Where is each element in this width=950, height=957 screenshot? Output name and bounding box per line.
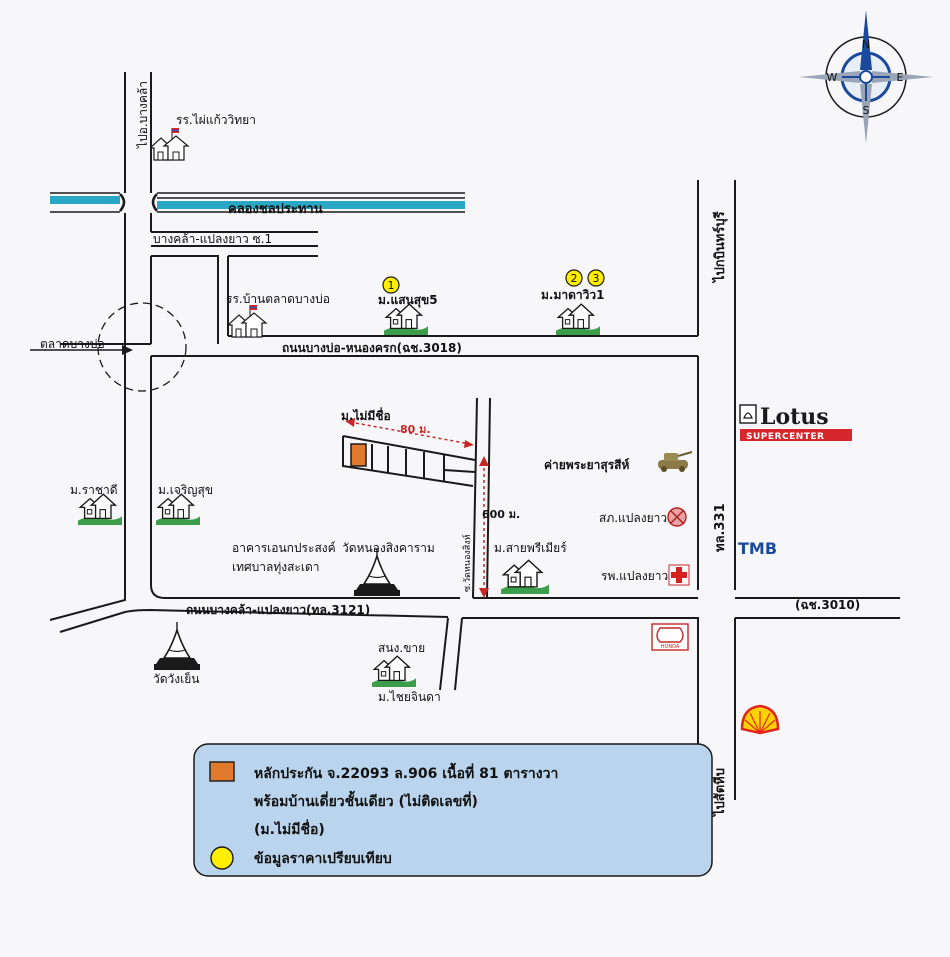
marker-1 [382,276,400,294]
label-soi1: บางคล้า-แปลงยาว ซ.1 [153,232,272,246]
marker-3-label: 3 [593,272,600,285]
legend-collateral-line1: หลักประกัน จ.22093 ล.906 เนื้อที่ 81 ตาร… [254,762,558,782]
lotus-text: Lotus [760,404,829,430]
label-road-3121: ถนนบางคล้า-แปลงยาว(ทล.3121) [186,603,370,617]
police-icon [667,507,687,527]
label-rachadi: ม.ราชาดี [70,483,118,497]
compass-w: W [827,71,838,84]
legend-box [193,743,713,877]
label-wat-wang: วัดวังเย็น [153,671,199,686]
label-madaview: ม.มาดาวิว1 [541,288,604,302]
legend-comparison: ข้อมูลราคาเปรียบเทียบ [254,851,392,867]
label-snong-khai: สนง.ขาย [378,641,425,655]
label-school-talad: รร.บ้านตลาดบางบ่อ [226,292,330,306]
label-municipality: เทศบาลทุ่งสะเดา [232,560,320,575]
label-multi-purpose: อาคารเอนกประสงค์ [232,541,336,555]
honda-label: HONDA [661,644,680,650]
label-dist-600: 600 ม. [482,508,520,521]
label-wat-nong: วัดหนองสิงคาราม [342,541,435,555]
compass-e: E [897,71,904,84]
label-canal: คลองชลประทาน [228,202,323,217]
label-road-kabin: ไปกบินทร์บุรี [711,211,728,284]
compass-icon [799,10,933,144]
marker-2-label: 2 [571,272,578,285]
canal [50,192,465,213]
distance-80 [349,421,471,445]
label-road-3010: (ฉช.3010) [795,598,860,612]
lotus-sub-text: SUPERCENTER [746,432,824,442]
label-charoensuk: ม.เจริญสุข [158,483,213,498]
label-talad: ตลาดบางบ่อ [40,337,105,351]
distance-80-arrow-left [345,418,355,427]
label-police: สภ.แปลงยาว [599,511,667,525]
legend-collateral-line2: พร้อมบ้านเดี่ยวชั้นเดียว (ไม่ติดเลขที่) [254,790,478,810]
road-network [49,72,900,800]
label-sai-premier: ม.สายพรีเมียร์ [494,541,567,555]
label-maimichue: ม.ไม่มีชื่อ [341,407,391,423]
label-school-paikaew-text: รร.ไผ่แก้ววิทยา [176,113,256,127]
plot-row [342,435,476,487]
distance-600-arrow-bottom [479,588,489,598]
legend-plot-swatch [209,761,235,782]
distance-600-arrow-top [479,456,489,466]
label-soi-nong: ซ.วัดหนองสิงห์ [461,534,473,592]
label-chaichinda: ม.ไชยจินดา [378,690,441,704]
label-dist-80: 80 ม. [400,423,431,436]
legend-marker-swatch [210,846,234,870]
hospital-cross-icon [668,564,690,586]
label-road-bangkla: ไปอ.บางคล้า [136,81,150,149]
tmb-logo: TMB [738,539,777,558]
talad-arrowhead [122,345,133,355]
label-camp: ค่ายพระยาสุรสีห์ [544,458,629,473]
label-road-sattahip: ไปสัตหีบ [711,768,728,818]
shell-icon [740,704,780,735]
honda-icon [651,623,689,651]
label-hwy-331: ทล.331 [713,503,728,552]
label-road-3018: ถนนบางบ่อ-หนองครก(ฉช.3018) [282,341,462,355]
compass-s: S [863,104,870,117]
marker-3 [587,269,605,287]
label-hospital: รพ.แปลงยาว [601,569,668,583]
collateral-plot [350,443,367,467]
tank-icon [658,451,693,472]
compass-n: N [862,38,870,51]
distance-80-arrow-right [464,440,474,448]
lotus-logo [739,404,852,441]
talad-circle [97,302,187,392]
legend-collateral-line3: (ม.ไม่มีชื่อ) [254,819,325,838]
marker-1-label: 1 [388,279,395,292]
marker-2 [565,269,583,287]
label-sansuk: ม.แสนสุข5 [378,293,438,308]
